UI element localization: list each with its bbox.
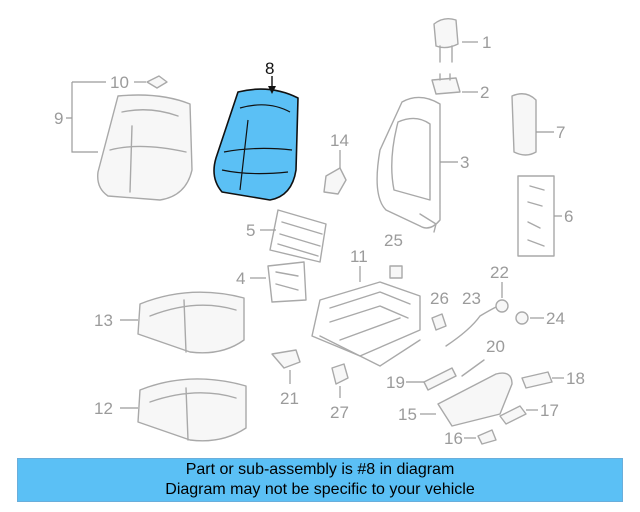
- callout-3[interactable]: 3: [460, 153, 469, 172]
- callout-15[interactable]: 15: [398, 405, 417, 424]
- part-7-back-board[interactable]: [511, 93, 537, 156]
- callout-19[interactable]: 19: [386, 373, 405, 392]
- part-27-cover[interactable]: [331, 363, 349, 385]
- part-5-lumbar-support[interactable]: [269, 209, 327, 263]
- part-4-bracket-assembly[interactable]: [267, 261, 307, 303]
- callout-21[interactable]: 21: [280, 389, 299, 408]
- part-11-seat-frame[interactable]: [311, 281, 421, 367]
- arrow-8-icon: [268, 86, 276, 94]
- part-13-seat-cushion-cover[interactable]: [137, 291, 245, 354]
- part-1-headrest[interactable]: [433, 17, 459, 63]
- part-17-cap[interactable]: [499, 405, 527, 425]
- callout-18[interactable]: 18: [566, 369, 585, 388]
- part-24-knob[interactable]: [515, 311, 529, 325]
- part-22-knob[interactable]: [495, 299, 509, 313]
- part-18-switch[interactable]: [521, 371, 553, 389]
- callout-1[interactable]: 1: [482, 33, 491, 52]
- callout-12[interactable]: 12: [94, 399, 113, 418]
- part-14-bracket[interactable]: [323, 167, 347, 195]
- part-12-seat-cushion-pad[interactable]: [137, 378, 247, 442]
- banner-line-part-number: Part or sub-assembly is #8 in diagram: [185, 461, 455, 478]
- callout-20[interactable]: 20: [486, 337, 505, 356]
- callout-11[interactable]: 11: [350, 247, 368, 266]
- callout-25[interactable]: 25: [384, 231, 403, 250]
- callout-10[interactable]: 10: [110, 73, 129, 92]
- seat-parts-diagram: 9 10 8 1 2 3 7 6 14: [54, 17, 585, 448]
- info-banner: Part or sub-assembly is #8 in diagram Di…: [17, 458, 623, 502]
- part-2-headrest-guide[interactable]: [431, 73, 461, 95]
- part-19-handle[interactable]: [423, 367, 457, 391]
- callout-2[interactable]: 2: [480, 83, 489, 102]
- callout-23[interactable]: 23: [462, 289, 481, 308]
- callout-4[interactable]: 4: [236, 269, 245, 288]
- callout-22[interactable]: 22: [490, 263, 509, 282]
- callout-26[interactable]: 26: [430, 289, 449, 308]
- callout-14[interactable]: 14: [330, 131, 349, 150]
- part-25-clip[interactable]: [389, 265, 403, 279]
- part-21-cover[interactable]: [271, 349, 301, 369]
- part-9-seat-back-cover[interactable]: [97, 94, 193, 201]
- callout-5[interactable]: 5: [246, 221, 255, 240]
- callout-27[interactable]: 27: [330, 403, 349, 422]
- part-23-cable[interactable]: [445, 305, 499, 347]
- callout-24[interactable]: 24: [546, 309, 565, 328]
- part-10-clip[interactable]: [146, 75, 168, 89]
- part-26-clip[interactable]: [431, 313, 447, 331]
- callout-9[interactable]: 9: [54, 109, 63, 128]
- callout-17[interactable]: 17: [540, 401, 559, 420]
- callout-7[interactable]: 7: [556, 123, 565, 142]
- callout-13[interactable]: 13: [94, 311, 113, 330]
- part-20-lever[interactable]: [461, 359, 485, 377]
- callout-8[interactable]: 8: [265, 59, 274, 78]
- callout-6[interactable]: 6: [564, 207, 573, 226]
- banner-line-disclaimer: Diagram may not be specific to your vehi…: [165, 481, 475, 498]
- part-8-seat-back-pad[interactable]: [213, 88, 299, 201]
- leader-9: [66, 81, 106, 153]
- callout-16[interactable]: 16: [444, 429, 463, 448]
- part-3-seat-back-frame[interactable]: [376, 96, 441, 233]
- part-6-clip-set[interactable]: [517, 175, 555, 257]
- part-16-cover[interactable]: [477, 429, 497, 445]
- part-15-side-shield[interactable]: [437, 372, 513, 427]
